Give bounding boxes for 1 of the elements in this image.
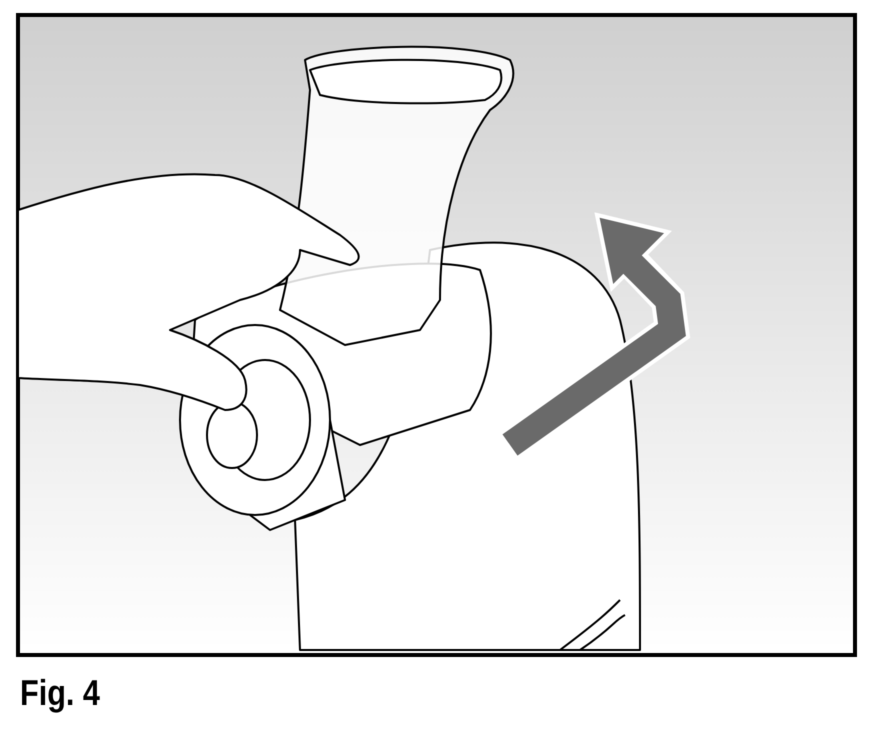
figure-caption: Fig. 4 (20, 672, 100, 714)
